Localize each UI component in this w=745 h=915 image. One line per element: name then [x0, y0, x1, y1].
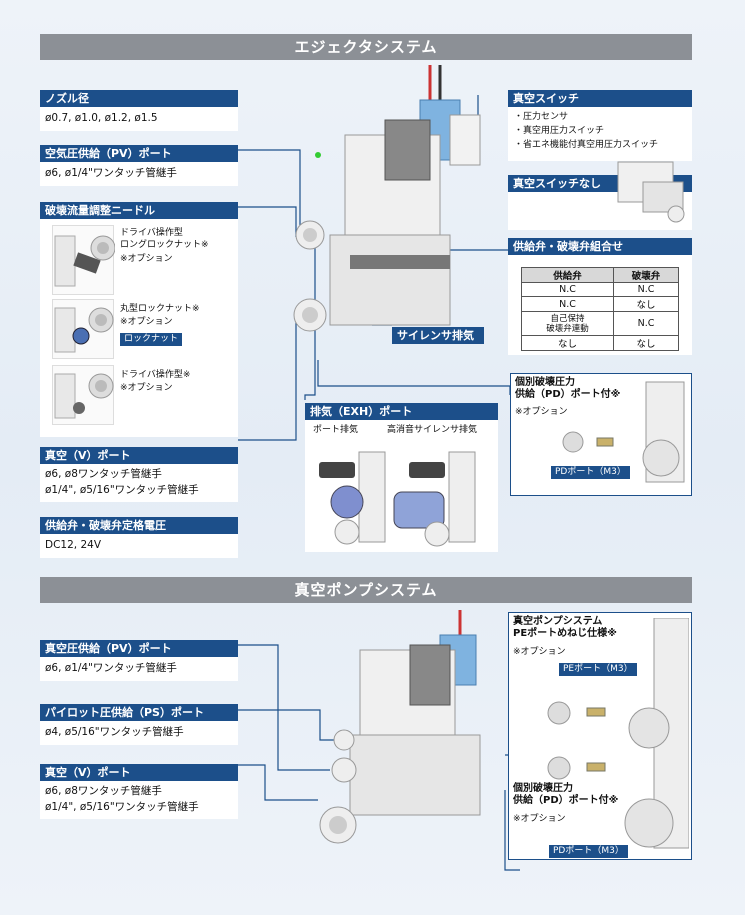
locknut-tag: ロックナット	[120, 333, 183, 346]
noswitch-product-image	[617, 161, 685, 223]
needle-opt2-label: 丸型ロックナット※	[120, 304, 200, 314]
vacswitch-item-3: ・省エネ機能付真空用圧力スイッチ	[514, 140, 659, 150]
vport-line2: ø1/4", ø5/16"ワンタッチ管継手	[45, 484, 199, 496]
pump-pe-note: ※オプション	[513, 647, 566, 657]
pump-vport-line1: ø6, ø8ワンタッチ管継手	[45, 785, 162, 797]
pump-pd-note: ※オプション	[513, 814, 566, 824]
vport-box: ø6, ø8ワンタッチ管継手 ø1/4", ø5/16"ワンタッチ管継手	[40, 464, 238, 502]
ejector-product-image	[290, 60, 490, 345]
pump-section-title: 真空ポンプシステム	[40, 577, 692, 603]
pump-ps-value: ø4, ø5/16"ワンタッチ管継手	[45, 726, 184, 738]
pump-pe-title: 真空ポンプシステム PEポートめねじ仕様※	[513, 616, 617, 639]
exh-left-label: ポート排気	[313, 425, 359, 435]
exh-header: 排気（EXH）ポート	[305, 403, 498, 420]
silencer-label: サイレンサ排気	[392, 327, 484, 344]
pv-value: ø6, ø1/4"ワンタッチ管継手	[45, 167, 177, 179]
voltage-box: DC12, 24V	[40, 534, 238, 558]
needle-box: ドライバ操作型 ロングロックナット※ ※オプション 丸型ロックナット※ ※オプシ…	[40, 219, 238, 437]
pump-ps-box: ø4, ø5/16"ワンタッチ管継手	[40, 721, 238, 745]
valves-cell: N.C	[520, 296, 615, 312]
vacswitch-box: ・圧力センサ ・真空用圧力スイッチ ・省エネ機能付真空用圧力スイッチ	[508, 107, 692, 161]
nozzle-value: ø0.7, ø1.0, ø1.2, ø1.5	[45, 112, 158, 124]
vacswitch-item-1: ・圧力センサ	[514, 112, 569, 122]
vport-line1: ø6, ø8ワンタッチ管継手	[45, 468, 162, 480]
valves-cell: なし	[613, 335, 679, 351]
exh-box: ポート排気 高消音サイレンサ排気	[305, 420, 498, 552]
pump-vport-box: ø6, ø8ワンタッチ管継手 ø1/4", ø5/16"ワンタッチ管継手	[40, 781, 238, 819]
pump-ps-header: パイロット圧供給（PS）ポート	[40, 704, 238, 721]
pv-header: 空気圧供給（PV）ポート	[40, 145, 238, 162]
ejector-pd-image	[562, 381, 685, 483]
valves-header: 供給弁・破壊弁組合せ	[508, 238, 692, 255]
pv-box: ø6, ø1/4"ワンタッチ管継手	[40, 162, 238, 186]
valves-col-supply: 供給弁	[520, 267, 615, 283]
valves-cell: 自己保持 破壊弁連動	[520, 311, 615, 336]
needle-driver-image	[52, 365, 114, 425]
pump-option-image	[547, 618, 689, 849]
pump-vport-header: 真空（V）ポート	[40, 764, 238, 781]
pump-pv-box: ø6, ø1/4"ワンタッチ管継手	[40, 657, 238, 681]
pump-pd-title: 個別破壊圧力 供給（PD）ポート付※	[513, 783, 619, 806]
valves-cell: なし	[520, 335, 615, 351]
vacswitch-item-2: ・真空用圧力スイッチ	[514, 126, 605, 136]
pump-pv-value: ø6, ø1/4"ワンタッチ管継手	[45, 662, 177, 674]
needle-opt3-label: ドライバ操作型※	[120, 370, 191, 380]
pump-pe-tag: PEポート（M3）	[559, 663, 637, 676]
ejector-section-title: エジェクタシステム	[40, 34, 692, 60]
voltage-header: 供給弁・破壊弁定格電圧	[40, 517, 238, 534]
pump-product-image	[310, 605, 500, 860]
needle-header: 破壊流量調整ニードル	[40, 202, 238, 219]
ejector-pd-title: 個別破壊圧力 供給（PD）ポート付※	[515, 377, 621, 400]
noswitch-box	[508, 161, 692, 230]
needle-opt3-note: ※オプション	[120, 383, 173, 393]
pump-vport-line2: ø1/4", ø5/16"ワンタッチ管継手	[45, 801, 199, 813]
ejector-pd-frame: 個別破壊圧力 供給（PD）ポート付※ ※オプション PDポート（M3）	[510, 373, 692, 496]
valves-cell: N.C	[520, 282, 615, 297]
exh-product-images	[319, 451, 476, 547]
valves-cell: なし	[613, 296, 679, 312]
exh-right-label: 高消音サイレンサ排気	[387, 425, 478, 435]
ejector-pd-note: ※オプション	[515, 407, 568, 417]
valves-cell: N.C	[613, 311, 679, 336]
needle-opt2-note: ※オプション	[120, 317, 173, 327]
vport-header: 真空（V）ポート	[40, 447, 238, 464]
needle-round-locknut-image	[52, 299, 114, 359]
pump-option-frame: 真空ポンプシステム PEポートめねじ仕様※ ※オプション PEポート（M3） 個…	[508, 612, 692, 860]
voltage-value: DC12, 24V	[45, 539, 101, 551]
nozzle-box: ø0.7, ø1.0, ø1.2, ø1.5	[40, 107, 238, 131]
valves-col-break: 破壊弁	[613, 267, 679, 283]
needle-opt1-label: ドライバ操作型 ロングロックナット※	[120, 228, 209, 250]
valves-cell: N.C	[613, 282, 679, 297]
vacswitch-header: 真空スイッチ	[508, 90, 692, 107]
pump-pv-header: 真空圧供給（PV）ポート	[40, 640, 238, 657]
pump-pd-tag: PDポート（M3）	[549, 845, 628, 858]
needle-opt1-note: ※オプション	[120, 254, 173, 264]
needle-long-locknut-image	[52, 225, 116, 295]
ejector-pd-tag: PDポート（M3）	[551, 466, 630, 479]
nozzle-header: ノズル径	[40, 90, 238, 107]
